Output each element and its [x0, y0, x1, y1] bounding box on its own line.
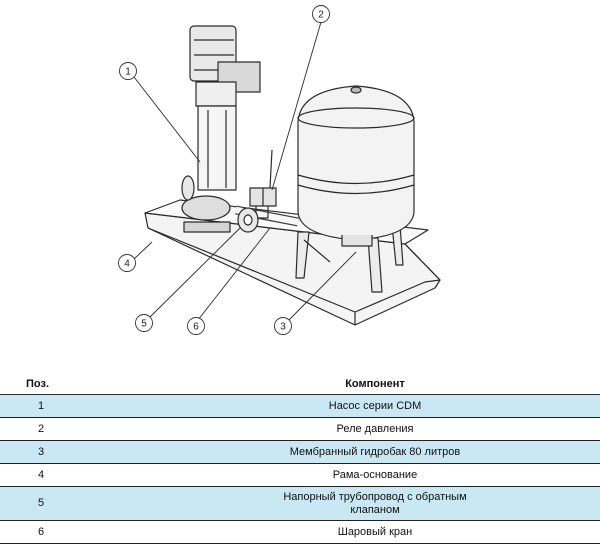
table-row: 1 Насос серии CDM	[0, 394, 600, 418]
table-row: 2 Реле давления	[0, 417, 600, 441]
row-component: Мембранный гидробак 80 литров	[150, 440, 600, 464]
svg-text:1: 1	[125, 67, 131, 78]
table-row: 6 Шаровый кран	[0, 520, 600, 544]
leader-lines	[133, 21, 357, 321]
membrane-tank	[297, 85, 415, 247]
table-row: 5 Напорный трубопровод с обратным клапан…	[0, 486, 600, 521]
component-table: Поз. Компонент 1 Насос серии CDM 2 Реле …	[0, 373, 600, 544]
svg-text:5: 5	[141, 319, 147, 330]
callout-5: 5	[135, 314, 153, 332]
callout-3: 3	[274, 317, 292, 335]
row-position: 5	[0, 486, 150, 521]
row-component: Шаровый кран	[150, 520, 600, 544]
table-header-row: Поз. Компонент	[0, 373, 600, 395]
svg-text:6: 6	[193, 322, 199, 333]
header-component: Компонент	[150, 373, 600, 395]
cdm-pump	[181, 25, 261, 233]
row-component: Напорный трубопровод с обратным клапаном	[150, 486, 600, 521]
row-position: 4	[0, 463, 150, 487]
row-position: 2	[0, 417, 150, 441]
row-position: 3	[0, 440, 150, 464]
pump-station-diagram: 1 2 3 4 5 6	[118, 5, 441, 335]
table-row: 4 Рама-основание	[0, 463, 600, 487]
row-component: Реле давления	[150, 417, 600, 441]
callout-6: 6	[187, 317, 205, 335]
row-component: Насос серии CDM	[150, 394, 600, 418]
callout-2: 2	[312, 5, 330, 23]
row-component-text: Напорный трубопровод с обратным клапаном	[283, 490, 467, 516]
row-component: Рама-основание	[150, 463, 600, 487]
svg-text:3: 3	[280, 322, 286, 333]
callout-1: 1	[119, 62, 137, 80]
row-position: 1	[0, 394, 150, 418]
svg-text:4: 4	[124, 259, 130, 270]
table-row: 3 Мембранный гидробак 80 литров	[0, 440, 600, 464]
row-position: 6	[0, 520, 150, 544]
callout-4: 4	[118, 254, 136, 272]
svg-text:2: 2	[318, 10, 324, 21]
header-position: Поз.	[0, 373, 150, 395]
